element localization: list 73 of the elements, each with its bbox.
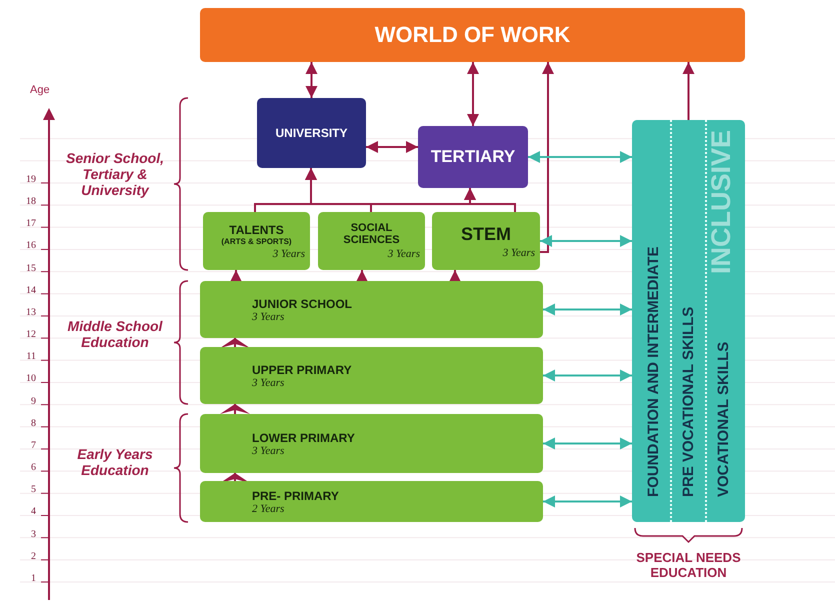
institution-box [418,126,528,188]
box-title: UNIVERSITY [275,126,348,140]
tick-label: 17 [25,218,36,230]
duration-text: 3 Years [252,310,286,322]
tick-label: 14 [25,284,36,296]
tick-label: 5 [30,484,36,496]
destination-box [200,8,745,62]
tick-label: 4 [30,506,36,518]
duration-text: 3 Years [272,248,305,260]
arrow [356,270,368,282]
special-needs-column [632,120,745,522]
bracket-label: Early Years Education [76,446,154,478]
duration-text: 2 Years [252,502,286,514]
institution-box [257,98,366,168]
tick-label: 13 [25,306,36,318]
bracket-label: Senior School, Tertiary & University [64,150,165,198]
pathway-box [318,212,425,270]
box-title: WORLD OF WORK [374,22,570,48]
tick-label: 16 [25,240,36,252]
duration-text: 3 Years [502,246,535,258]
bracket-label: Middle School Education [66,318,164,350]
box-title: LOWER PRIMARY [252,430,356,444]
box-title: SOCIAL SCIENCES [342,222,401,246]
tick-label: 11 [25,351,36,362]
tick-label: 7 [30,440,36,451]
pathway-box [432,212,540,270]
tick-label: 2 [30,550,36,562]
chevron-arrow [220,338,250,348]
box-subtitle: (ARTS & SPORTS) [221,236,292,246]
tick-label: 8 [30,418,36,429]
double-arrow [306,62,318,98]
box-title: TERTIARY [430,147,516,167]
tick-label: 3 [30,528,36,540]
duration-text: 3 Years [252,376,286,388]
chevron-arrow [220,404,250,414]
stage-box [200,281,543,338]
duration-text: 3 Years [388,248,420,260]
box-title: TALENTS [229,222,284,236]
double-arrow [543,438,632,450]
double-arrow [366,141,418,153]
double-arrow [467,62,479,126]
column-heading: FOUNDATION AND INTERMEDIATE [644,245,663,499]
stage-box [200,414,543,473]
tick-label: 19 [25,174,36,185]
column-caption: SPECIAL NEEDS EDUCATION [635,550,742,580]
tick-label: 6 [30,462,36,474]
pathway-box [203,212,310,270]
double-arrow [543,370,632,382]
tick-label: 1 [30,573,36,584]
double-arrow [540,235,632,247]
tick-label: 18 [25,196,36,208]
tick-label: 10 [25,373,36,384]
tick-label: 15 [25,262,36,274]
box-title: UPPER PRIMARY [252,362,353,376]
stage-box [200,481,543,522]
stage-box [200,347,543,404]
double-arrow [543,304,632,316]
box-title: PRE- PRIMARY [252,488,340,502]
duration-text: 3 Years [252,444,286,456]
arrow [230,270,242,282]
arrow [540,62,554,253]
tick-label: 12 [25,329,36,340]
background-word: INCLUSIVE [708,130,735,274]
column-heading: PRE VOCATIONAL SKILLS [670,120,705,522]
arrow [449,270,461,282]
tick-label: 9 [30,396,36,407]
box-title: STEM [460,224,511,244]
box-title: JUNIOR SCHOOL [252,296,354,310]
double-arrow [543,496,632,508]
arrow [464,188,516,212]
double-arrow [528,151,632,163]
arrow [682,62,694,120]
axis-title: Age [30,84,50,96]
